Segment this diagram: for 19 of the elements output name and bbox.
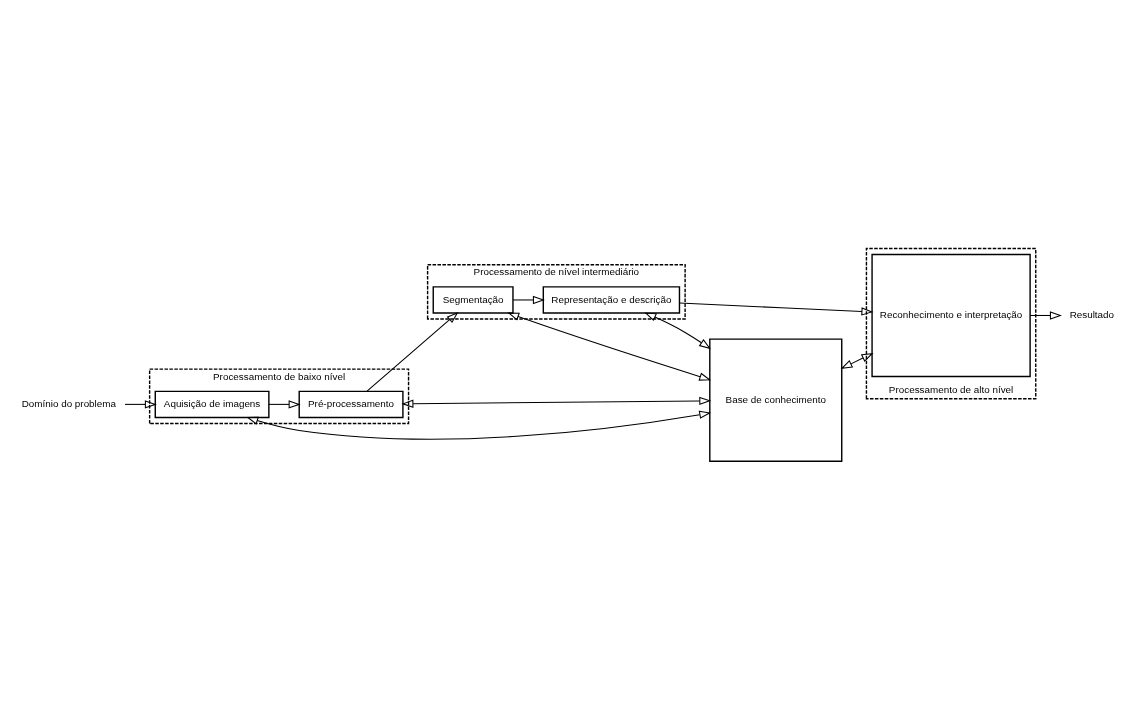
arrow [507,312,712,381]
node-box: Segmentação [432,286,514,314]
arrow [366,312,459,392]
arrow [679,302,874,316]
node-box: Pré-processamento [298,390,404,419]
node-box: Representação e descrição [542,286,681,314]
arrow [246,410,712,440]
node-box: Reconhecimento e interpretação [871,253,1031,378]
node-text: Resultado [1069,309,1115,321]
node-box: Aquisição de imagens [154,390,270,419]
node-box: Base de conhecimento [709,338,843,462]
arrow [401,396,712,408]
arrow [840,352,874,369]
arrow [1029,311,1062,320]
node-text: Domínio do problema [21,397,116,409]
arrow [512,295,545,305]
arrow [124,400,157,409]
arrow [268,400,301,409]
arrow [644,312,711,350]
